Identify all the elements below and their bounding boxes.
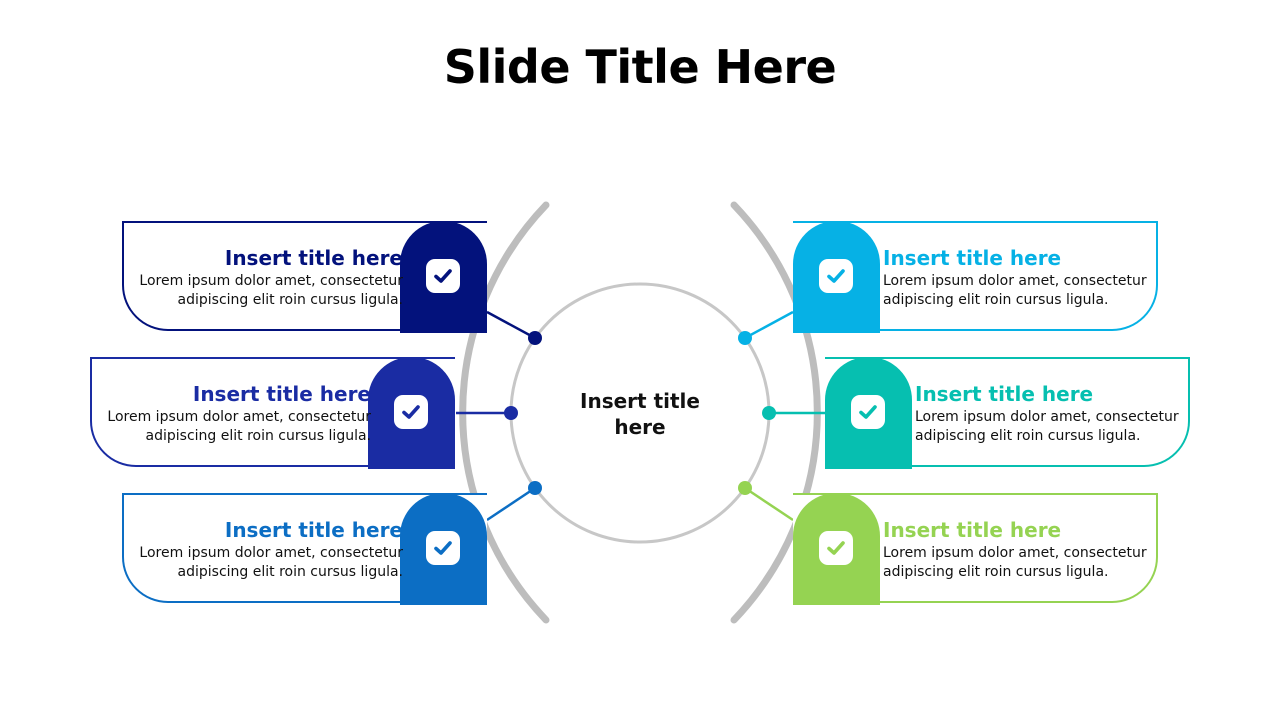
item-title: Insert title here — [915, 382, 1094, 406]
item-description: Lorem ipsum dolor amet, consectetur adip… — [139, 545, 403, 580]
connector-dot-6 — [738, 481, 752, 495]
item-tab — [793, 221, 880, 333]
check-icon — [426, 531, 460, 565]
connector-line-3 — [486, 486, 536, 522]
connectors — [456, 310, 825, 522]
item-description: Lorem ipsum dolor amet, consectetur adip… — [883, 545, 1147, 580]
check-icon — [819, 259, 853, 293]
item-tab — [793, 493, 880, 605]
item-title: Insert title here — [224, 246, 403, 270]
item-title: Insert title here — [883, 246, 1062, 270]
item-description: Lorem ipsum dolor amet, consectetur adip… — [915, 409, 1179, 444]
check-icon — [851, 395, 885, 429]
item-description: Lorem ipsum dolor amet, consectetur adip… — [139, 273, 403, 308]
item-tab — [825, 357, 912, 469]
item-title: Insert title here — [192, 382, 371, 406]
item-tab — [368, 357, 455, 469]
center-label: Insert title here — [580, 389, 700, 439]
check-icon — [426, 259, 460, 293]
slide-title: Slide Title Here — [443, 40, 837, 94]
item-description: Lorem ipsum dolor amet, consectetur adip… — [883, 273, 1147, 308]
item-description: Lorem ipsum dolor amet, consectetur adip… — [107, 409, 371, 444]
connector-dot-1 — [528, 331, 542, 345]
item-title: Insert title here — [883, 518, 1062, 542]
check-icon — [819, 531, 853, 565]
connector-dot-4 — [738, 331, 752, 345]
item-tab — [400, 493, 487, 605]
connector-line-6 — [744, 486, 794, 522]
item-title: Insert title here — [224, 518, 403, 542]
connector-dot-3 — [528, 481, 542, 495]
connector-dot-2 — [504, 406, 518, 420]
item-tab — [400, 221, 487, 333]
connector-line-1 — [486, 310, 536, 340]
connector-dot-5 — [762, 406, 776, 420]
connector-line-4 — [744, 310, 794, 340]
check-icon — [394, 395, 428, 429]
